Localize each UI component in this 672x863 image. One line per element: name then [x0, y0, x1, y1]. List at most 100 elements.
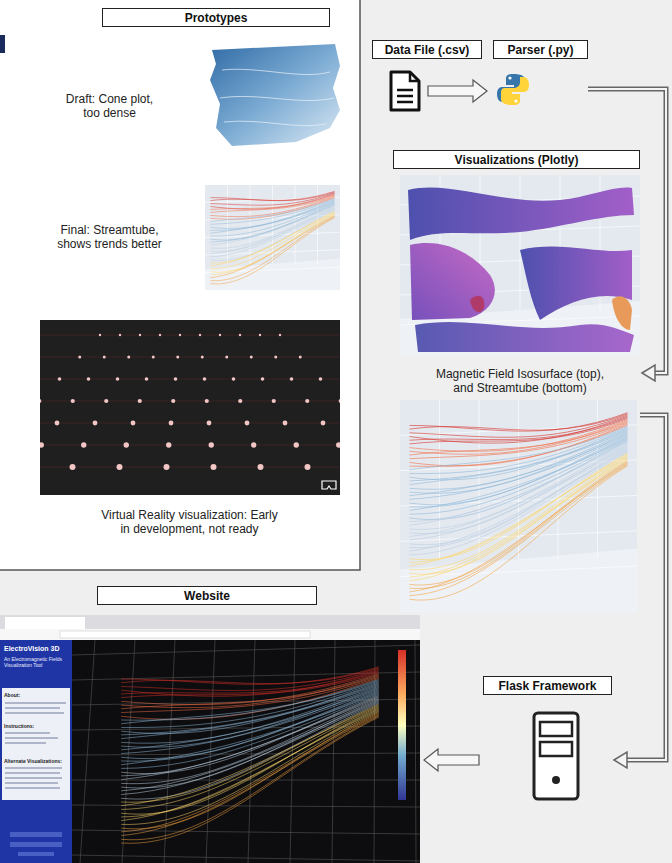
vr-point	[164, 464, 170, 470]
vr-goggles-icon	[322, 481, 336, 489]
grid-line	[374, 640, 375, 863]
isosurface-sheet	[408, 188, 634, 240]
grid-line	[295, 185, 296, 264]
corner-mark	[0, 35, 5, 53]
vr-point	[211, 464, 217, 470]
streamline	[121, 686, 379, 743]
streamline	[409, 460, 627, 581]
sidebar-link	[18, 852, 54, 856]
vr-point	[139, 334, 141, 336]
panel-border	[0, 0, 360, 570]
screenshot-text: An Electromagnetic Fields Visualization …	[4, 656, 68, 668]
vr-point	[290, 377, 294, 381]
streamline	[409, 458, 627, 574]
vr-point	[104, 399, 108, 403]
vr-grid-line	[40, 357, 340, 358]
header-text: Parser (.py)	[507, 43, 573, 57]
flask-step: Flask Framework	[483, 676, 612, 806]
server-case	[534, 713, 578, 799]
header-text: Flask Framework	[498, 679, 596, 693]
streamline	[210, 215, 334, 275]
header-box: Flask Framework	[483, 676, 612, 695]
screenshot-text: Instructions:	[4, 723, 68, 729]
streamline	[210, 216, 334, 278]
vr-grid-line	[40, 401, 340, 402]
website-sidebar	[0, 640, 72, 863]
connector-arrow	[614, 415, 666, 768]
vr-point	[40, 399, 41, 403]
python-yellow	[501, 77, 529, 105]
streamline	[121, 697, 379, 776]
file-icon	[388, 70, 422, 112]
streamline	[210, 211, 334, 263]
vr-point	[294, 442, 299, 447]
vr-point	[40, 442, 44, 447]
streamline	[409, 454, 627, 562]
vr-point	[283, 421, 288, 426]
streamline	[210, 202, 334, 233]
streamline	[409, 463, 627, 591]
streamline	[121, 711, 379, 824]
streamline	[210, 214, 334, 272]
streamline	[121, 674, 379, 705]
streamline	[121, 716, 379, 840]
python-eye	[508, 76, 511, 79]
vr-point	[131, 421, 136, 426]
vr-point	[258, 464, 264, 470]
vr-point	[245, 421, 250, 426]
streamline	[409, 451, 627, 551]
vr-point	[239, 334, 241, 336]
isosurface-piece	[470, 296, 484, 312]
grid-line	[72, 645, 420, 655]
vr-point	[70, 464, 76, 470]
isosurface-piece	[612, 296, 632, 330]
website-plot	[72, 640, 420, 863]
connector-outline	[626, 415, 666, 760]
header-box: Visualizations (Plotly)	[393, 150, 640, 169]
vr-point	[209, 442, 214, 447]
vr-point	[159, 334, 161, 336]
streamline	[409, 466, 627, 600]
vr-point	[321, 421, 326, 426]
caption: Final: Streamtube, shows trends better	[52, 223, 167, 252]
server-drawer	[540, 722, 572, 736]
sidebar-link	[10, 842, 62, 847]
grid-line	[72, 726, 420, 730]
connector-core	[588, 89, 666, 373]
sidebar-text-lines	[5, 703, 66, 788]
vr-point	[201, 356, 204, 359]
header-text: Website	[184, 589, 230, 603]
streamline	[409, 448, 627, 540]
streamline	[121, 707, 379, 810]
server-light	[552, 776, 560, 784]
vr-point	[152, 356, 155, 359]
vr-point	[272, 399, 276, 403]
streamline	[210, 217, 334, 281]
section-header: Prototypes	[102, 8, 330, 27]
header-text: Visualizations (Plotly)	[455, 153, 579, 167]
vr-point	[305, 464, 311, 470]
colorbar	[398, 650, 406, 800]
vr-point	[138, 399, 142, 403]
hollow-arrow	[428, 80, 487, 102]
vr-point	[251, 442, 256, 447]
website-step: Website	[0, 586, 420, 863]
vr-point	[176, 356, 179, 359]
arrow-head	[614, 752, 627, 768]
website-canvas	[72, 640, 420, 863]
vr-grid-line	[40, 423, 340, 424]
vr-point	[127, 356, 130, 359]
vr-point	[274, 356, 277, 359]
vr-point	[174, 377, 178, 381]
vr-point	[250, 356, 253, 359]
streamline	[210, 192, 334, 200]
caption: Virtual Reality visualization: Early in …	[97, 508, 282, 537]
connector-arrow	[428, 80, 487, 102]
vr-point	[232, 377, 236, 381]
vr-point	[124, 442, 129, 447]
hollow-arrow	[424, 749, 479, 771]
streamline	[409, 415, 627, 437]
streamline	[409, 438, 627, 508]
python-icon	[493, 70, 533, 110]
streamline	[121, 695, 379, 773]
